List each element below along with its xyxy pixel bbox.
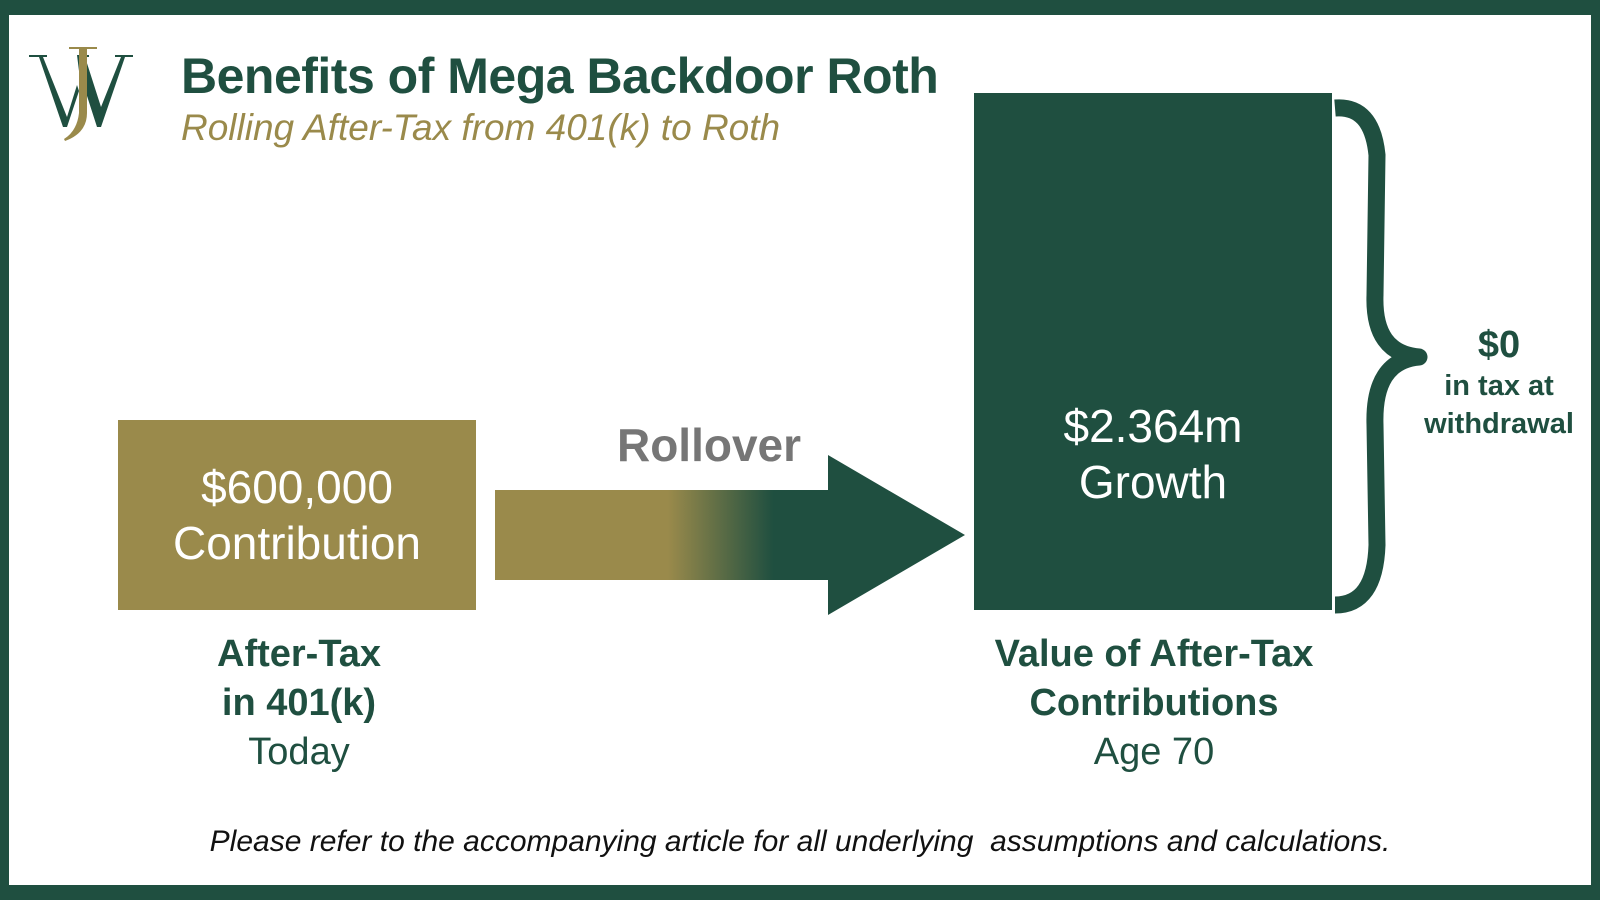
right-caption: Value of After-Tax Contributions Age 70 [944, 630, 1364, 777]
contribution-amount: $600,000 [201, 461, 393, 513]
tax-at-withdrawal-note: $0 in tax at withdrawal [1404, 323, 1594, 443]
wj-monogram-logo [29, 47, 133, 141]
page-title: Benefits of Mega Backdoor Roth [181, 48, 939, 104]
footnote: Please refer to the accompanying article… [209, 825, 1391, 858]
age-70-growth-box: $2.364m Growth [974, 93, 1332, 610]
left-caption: After-Tax in 401(k) Today [129, 630, 469, 777]
right-caption-line1: Value of After-Tax [994, 633, 1314, 675]
rollover-arrow-icon [495, 455, 965, 615]
tax-amount: $0 [1477, 324, 1521, 366]
contribution-label: Contribution [172, 517, 422, 569]
right-caption-line3: Age 70 [1093, 731, 1215, 773]
rollover-label: Rollover [616, 419, 802, 471]
after-tax-contribution-box: $600,000 Contribution [118, 420, 476, 610]
growth-amount: $2.364m [1063, 400, 1243, 452]
growth-label: Growth [1078, 456, 1228, 508]
infographic-canvas: Benefits of Mega Backdoor Roth Rolling A… [9, 15, 1591, 885]
left-caption-line1: After-Tax [217, 633, 381, 675]
page-subtitle: Rolling After-Tax from 401(k) to Roth [181, 107, 781, 148]
left-caption-line2: in 401(k) [221, 682, 377, 724]
left-caption-line3: Today [248, 731, 350, 773]
tax-note-line2: withdrawal [1424, 408, 1574, 440]
right-caption-line2: Contributions [1029, 682, 1279, 724]
tax-note-line1: in tax at [1444, 370, 1554, 402]
curly-brace-icon [1334, 99, 1428, 614]
